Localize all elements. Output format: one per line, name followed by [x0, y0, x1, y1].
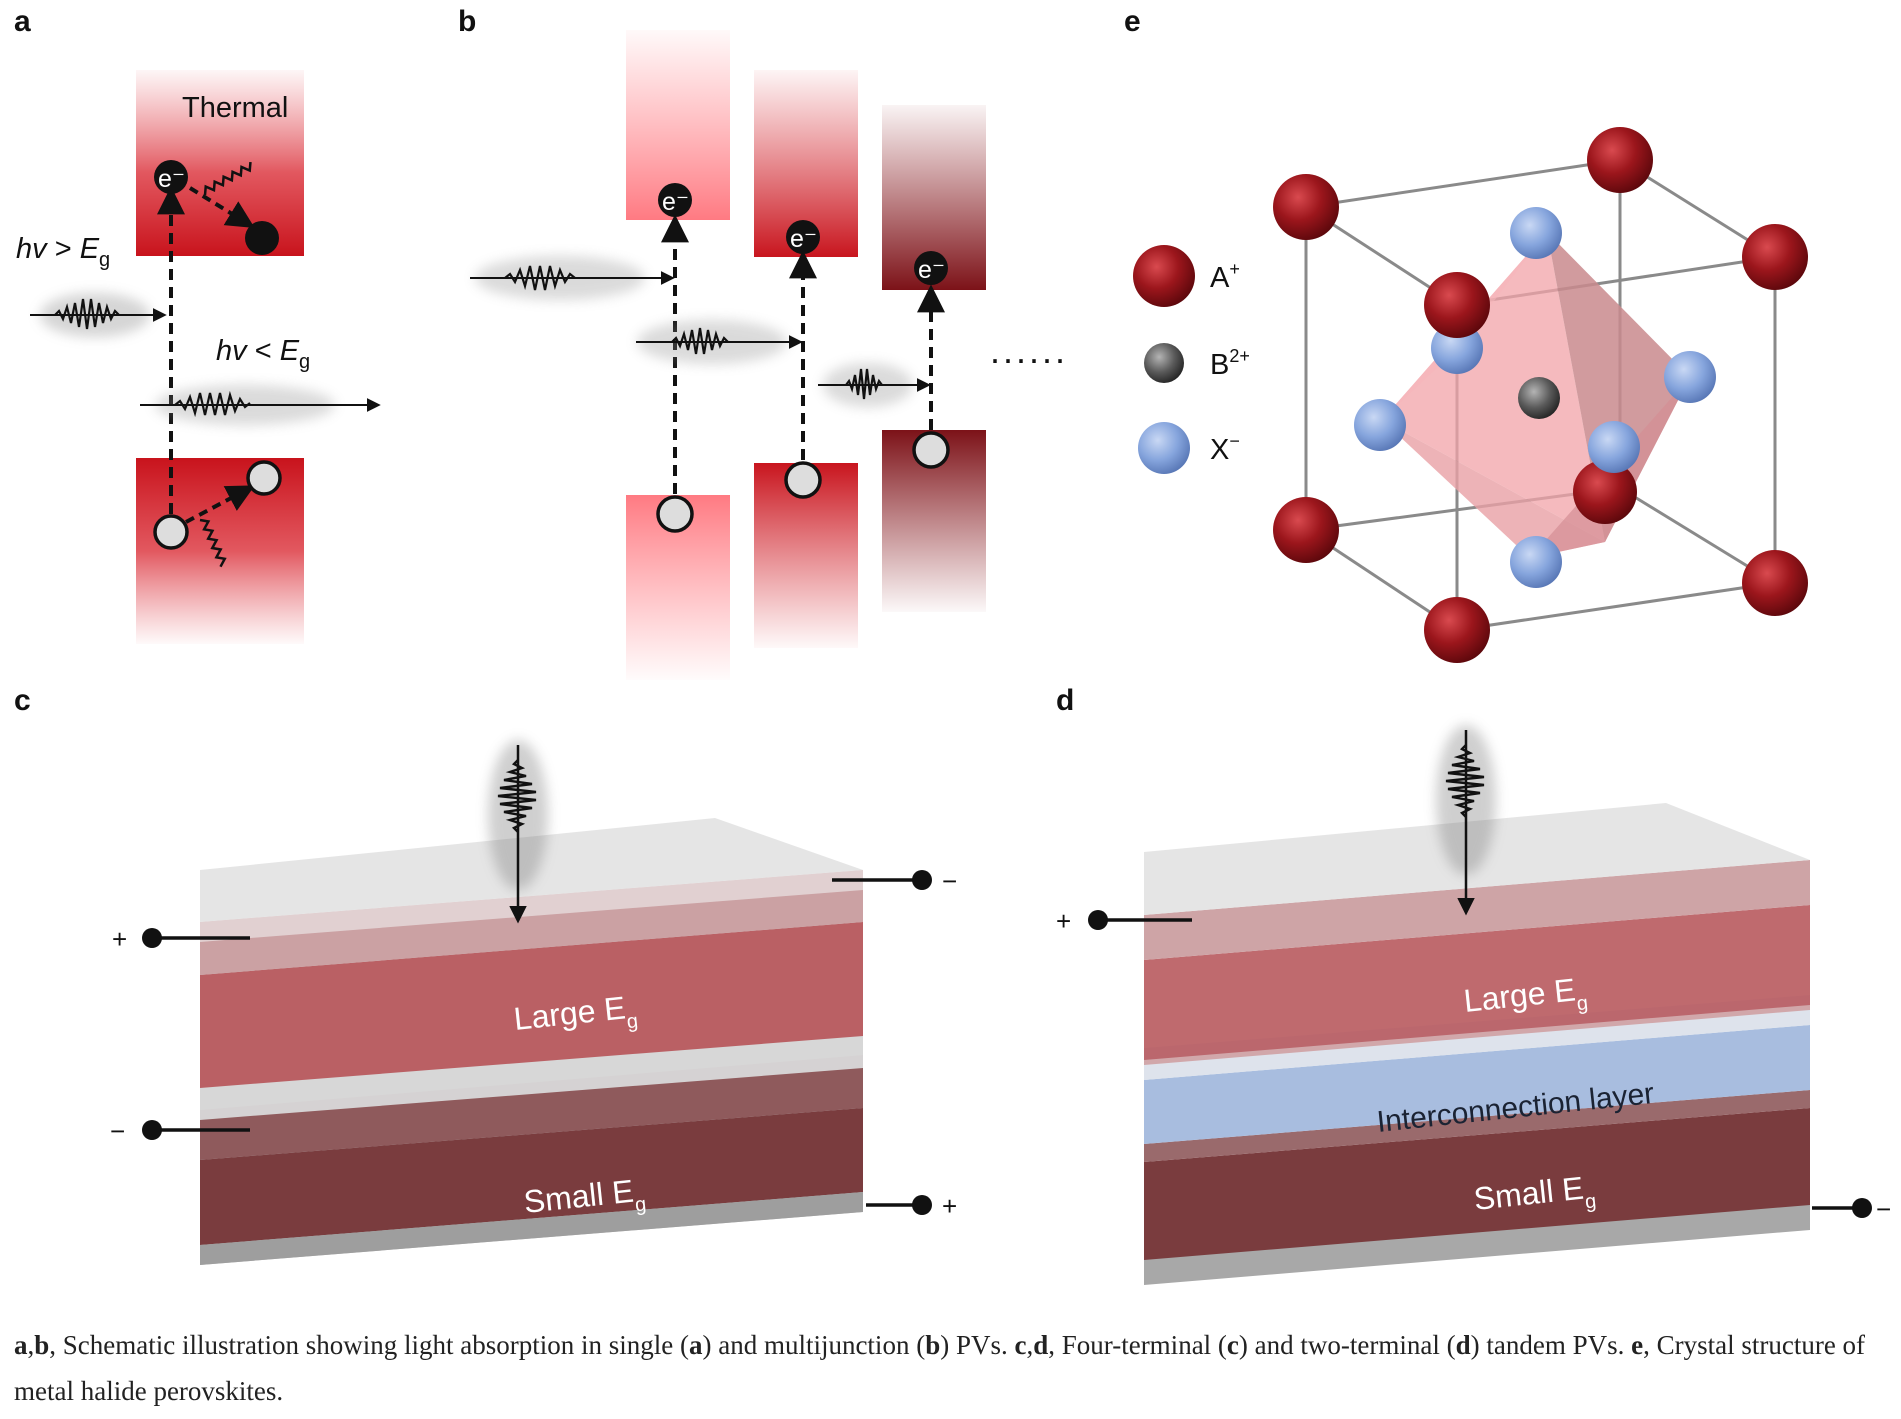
hole-relaxation-arrow: [185, 485, 255, 524]
thermal-wave-icon: [203, 161, 252, 196]
x-anion-atom: [1664, 351, 1716, 403]
figure: a Thermal e⁻ hv > Eg hv < Eg b: [14, 5, 1891, 1285]
panel-a: a Thermal e⁻ hv > Eg hv < Eg: [14, 5, 381, 644]
legend-label-x: X−: [1210, 431, 1240, 466]
photon-wave-icon: [54, 298, 120, 330]
interconnection-layer: [1144, 1025, 1810, 1144]
a-cation-atom: [1424, 597, 1490, 663]
light-wave-icon: [1445, 744, 1485, 818]
terminal-sign: −: [110, 1116, 125, 1146]
terminal-contact: [912, 1195, 932, 1215]
terminal-sign: −: [942, 866, 957, 896]
x-anion-atom: [1588, 421, 1640, 473]
terminal-contact: [1088, 910, 1108, 930]
thermal-wave-icon: [199, 518, 227, 568]
electron-label: e⁻: [158, 165, 185, 193]
terminal-sign: −: [1876, 1194, 1891, 1224]
panel-letter-b: b: [458, 5, 476, 38]
panel-letter-c: c: [14, 684, 31, 717]
light-wave-icon: [497, 759, 537, 833]
large-eg-layer-top: [1144, 860, 1810, 960]
hole-icon: [153, 514, 189, 550]
legend-swatch-x: [1138, 422, 1190, 474]
a-cation-atom: [1587, 127, 1653, 193]
x-anion-atom: [1510, 536, 1562, 588]
x-anion-atom: [1354, 399, 1406, 451]
terminal-contact: [142, 928, 162, 948]
photon-below-gap-label: hv < Eg: [216, 335, 310, 373]
photon-wave-icon: [174, 390, 251, 418]
panel-d: d Large Eg Interconnection layer Small E…: [1056, 684, 1891, 1285]
hole-icon: [912, 431, 950, 469]
terminal-contact: [142, 1120, 162, 1140]
electron-icon: [154, 160, 188, 194]
x-anion-atom: [1510, 207, 1562, 259]
continuation-ellipsis: ......: [990, 330, 1068, 371]
a-cation-atom: [1273, 497, 1339, 563]
hole-icon: [784, 461, 822, 499]
terminal-sign: +: [1056, 906, 1071, 936]
small-eg-layer: [1144, 1108, 1810, 1260]
legend-swatch-a: [1133, 245, 1195, 307]
legend-label-a: A+: [1210, 259, 1240, 294]
a-cation-atom: [1742, 550, 1808, 616]
a-cation-atom: [1742, 224, 1808, 290]
panel-letter-a: a: [14, 5, 31, 38]
a-cation-atom: [1424, 272, 1490, 338]
hole-icon: [656, 495, 694, 533]
b-cation-atom: [1518, 377, 1560, 419]
electron-label: e⁻: [918, 256, 945, 284]
small-eg-layer-top: [200, 1055, 863, 1160]
legend-swatch-b: [1144, 343, 1184, 383]
terminal-sign: +: [112, 924, 127, 954]
large-eg-layer: [1144, 905, 1810, 1065]
legend-label-b: B2+: [1210, 346, 1250, 381]
hole-relaxed-icon: [246, 460, 282, 496]
a-cation-atom: [1273, 174, 1339, 240]
photon-above-gap-label: hv > Eg: [16, 233, 110, 271]
a-cation-atom: [1573, 460, 1637, 524]
photon-wave-icon: [845, 368, 883, 400]
small-eg-layer: [200, 1108, 863, 1245]
electron-label: e⁻: [790, 225, 817, 253]
terminal-sign: +: [942, 1191, 957, 1221]
electron-label: e⁻: [662, 188, 689, 216]
figure-caption: a,b, Schematic illustration showing ligh…: [14, 1330, 1866, 1406]
electron-relaxed-icon: [245, 221, 279, 255]
electron-icon: [914, 251, 948, 285]
panel-letter-e: e: [1124, 5, 1141, 38]
photon-wave-icon: [504, 265, 576, 291]
electron-icon: [658, 183, 692, 217]
large-eg-layer: [200, 922, 863, 1088]
terminal-contact: [912, 870, 932, 890]
photon-wave-icon: [671, 327, 729, 355]
thermal-label: Thermal: [182, 92, 288, 124]
panel-e: e A+ B2+ X−: [1124, 5, 1808, 663]
terminal-contact: [1852, 1198, 1872, 1218]
relaxation-arrow: [188, 186, 255, 228]
electron-icon: [786, 220, 820, 254]
panel-c: c Small Eg Large Eg + − − +: [14, 684, 957, 1265]
panel-letter-d: d: [1056, 684, 1074, 717]
panel-b: b e⁻ e⁻ e⁻ ......: [458, 5, 1068, 680]
legend: A+ B2+ X−: [1133, 245, 1250, 474]
